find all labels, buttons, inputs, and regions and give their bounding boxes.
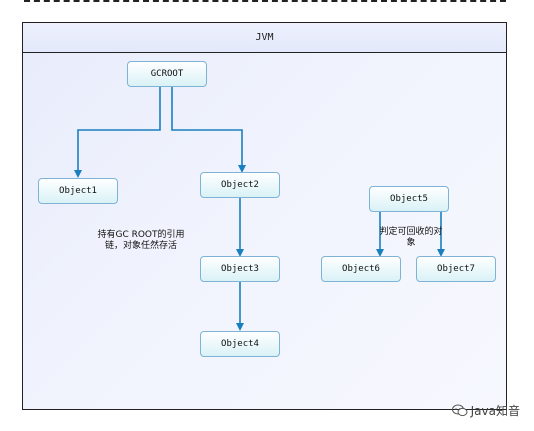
edge-gcroot-object1 xyxy=(77,86,161,172)
node-object4-label: Object4 xyxy=(221,339,259,349)
arrowhead-object7 xyxy=(437,249,445,257)
node-object6-label: Object6 xyxy=(342,264,380,274)
arrowhead-object4 xyxy=(236,323,244,331)
node-object1-label: Object1 xyxy=(59,186,97,196)
node-object7: Object7 xyxy=(416,256,496,282)
node-object7-label: Object7 xyxy=(437,264,475,274)
note-collectable: 判定可回收的对象 xyxy=(379,227,443,248)
node-object3: Object3 xyxy=(200,256,280,282)
node-object4: Object4 xyxy=(200,331,280,357)
node-object6: Object6 xyxy=(321,256,401,282)
arrowhead-object6 xyxy=(376,249,384,257)
node-object3-label: Object3 xyxy=(221,264,259,274)
note-reachable: 持有GC ROOT的引用链，对象任然存活 xyxy=(97,230,185,251)
wechat-icon xyxy=(451,404,468,417)
watermark-text: Java知音 xyxy=(470,404,520,418)
node-object1: Object1 xyxy=(38,178,118,204)
node-object5: Object5 xyxy=(369,186,449,212)
arrowhead-object3 xyxy=(236,249,244,257)
watermark: Java知音 xyxy=(451,402,520,419)
jvm-frame-title: JVM xyxy=(23,23,506,53)
node-object5-label: Object5 xyxy=(390,194,428,204)
node-gcroot-label: GCROOT xyxy=(150,69,184,79)
node-object2: Object2 xyxy=(200,172,280,198)
edge-gcroot-object2 xyxy=(171,86,243,167)
arrowhead-object1 xyxy=(74,170,82,178)
dashed-top-border xyxy=(24,0,506,8)
node-object2-label: Object2 xyxy=(221,180,259,190)
node-gcroot: GCROOT xyxy=(127,61,207,87)
arrowhead-object2 xyxy=(238,165,246,173)
